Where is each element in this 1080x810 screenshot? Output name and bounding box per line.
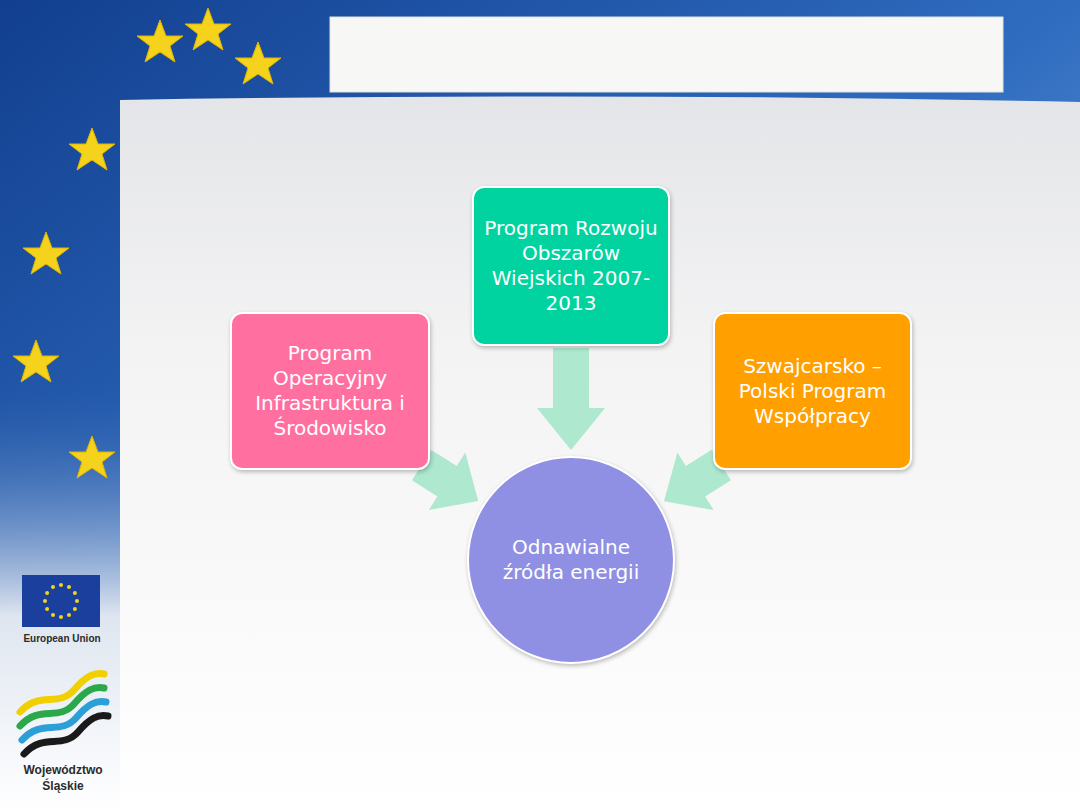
title-bar: [330, 17, 1003, 92]
node-text: Program Operacyjny Infrastruktura i Środ…: [238, 341, 422, 441]
node-text: Program Rozwoju Obszarów Wiejskich 2007-…: [480, 216, 662, 316]
goal-circle: Odnawialne źródła energii: [467, 456, 675, 664]
node-text: Odnawialne źródła energii: [499, 535, 643, 585]
eu-flag-logo: [22, 575, 100, 627]
logo-caption: European Union: [12, 632, 112, 646]
program-box: Szwajcarsko – Polski Program Współpracy: [713, 312, 912, 470]
block-arrow: [537, 348, 605, 450]
program-box: Program Rozwoju Obszarów Wiejskich 2007-…: [472, 186, 670, 346]
region-name: Województwo Śląskie: [8, 762, 118, 794]
node-text: Szwajcarsko – Polski Program Współpracy: [721, 354, 904, 429]
silesia-logo: [20, 674, 108, 754]
program-box: Program Operacyjny Infrastruktura i Środ…: [230, 312, 430, 470]
